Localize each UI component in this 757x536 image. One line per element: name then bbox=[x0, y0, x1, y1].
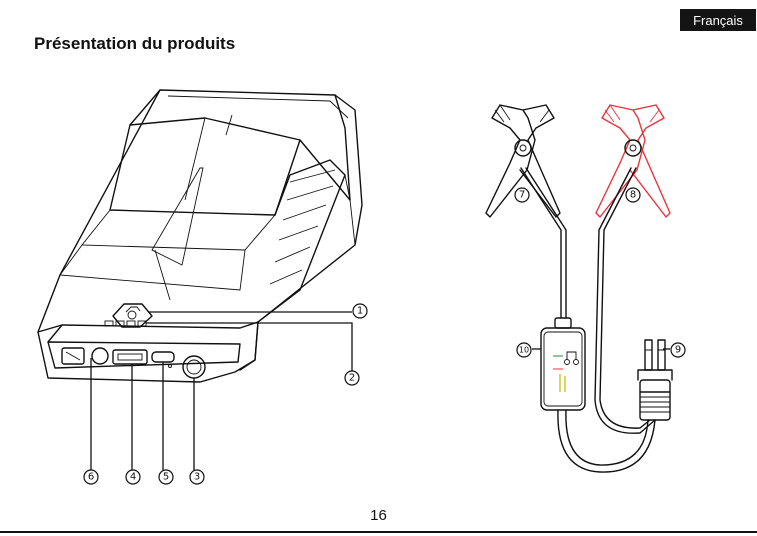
callout-5-label: 5 bbox=[163, 472, 169, 483]
callout-3: 3 bbox=[190, 470, 204, 484]
callout-10: 10 bbox=[517, 343, 531, 357]
callout-6: 6 bbox=[84, 470, 98, 484]
callout-9: 9 bbox=[671, 343, 685, 357]
device-leader-lines bbox=[91, 312, 352, 470]
callout-8-label: 8 bbox=[630, 190, 636, 201]
bottom-rule bbox=[0, 531, 757, 533]
callout-10-label: 10 bbox=[519, 346, 529, 355]
smart-clamp-cable bbox=[486, 105, 672, 472]
callout-5: 5 bbox=[159, 470, 173, 484]
callout-2: 2 bbox=[345, 371, 359, 385]
callout-9-label: 9 bbox=[675, 345, 681, 356]
callout-7: 7 bbox=[515, 188, 529, 202]
jump-starter-device bbox=[38, 90, 362, 382]
callout-7-label: 7 bbox=[519, 190, 525, 201]
callout-3-label: 3 bbox=[194, 472, 200, 483]
page-number: 16 bbox=[0, 507, 757, 524]
callout-4-label: 4 bbox=[130, 472, 136, 483]
callout-6-label: 6 bbox=[88, 472, 94, 483]
callout-1-label: 1 bbox=[357, 306, 363, 317]
callout-4: 4 bbox=[126, 470, 140, 484]
callout-1: 1 bbox=[353, 304, 367, 318]
callout-2-label: 2 bbox=[349, 373, 355, 384]
callout-8: 8 bbox=[626, 188, 640, 202]
ec5-connector bbox=[638, 340, 672, 420]
